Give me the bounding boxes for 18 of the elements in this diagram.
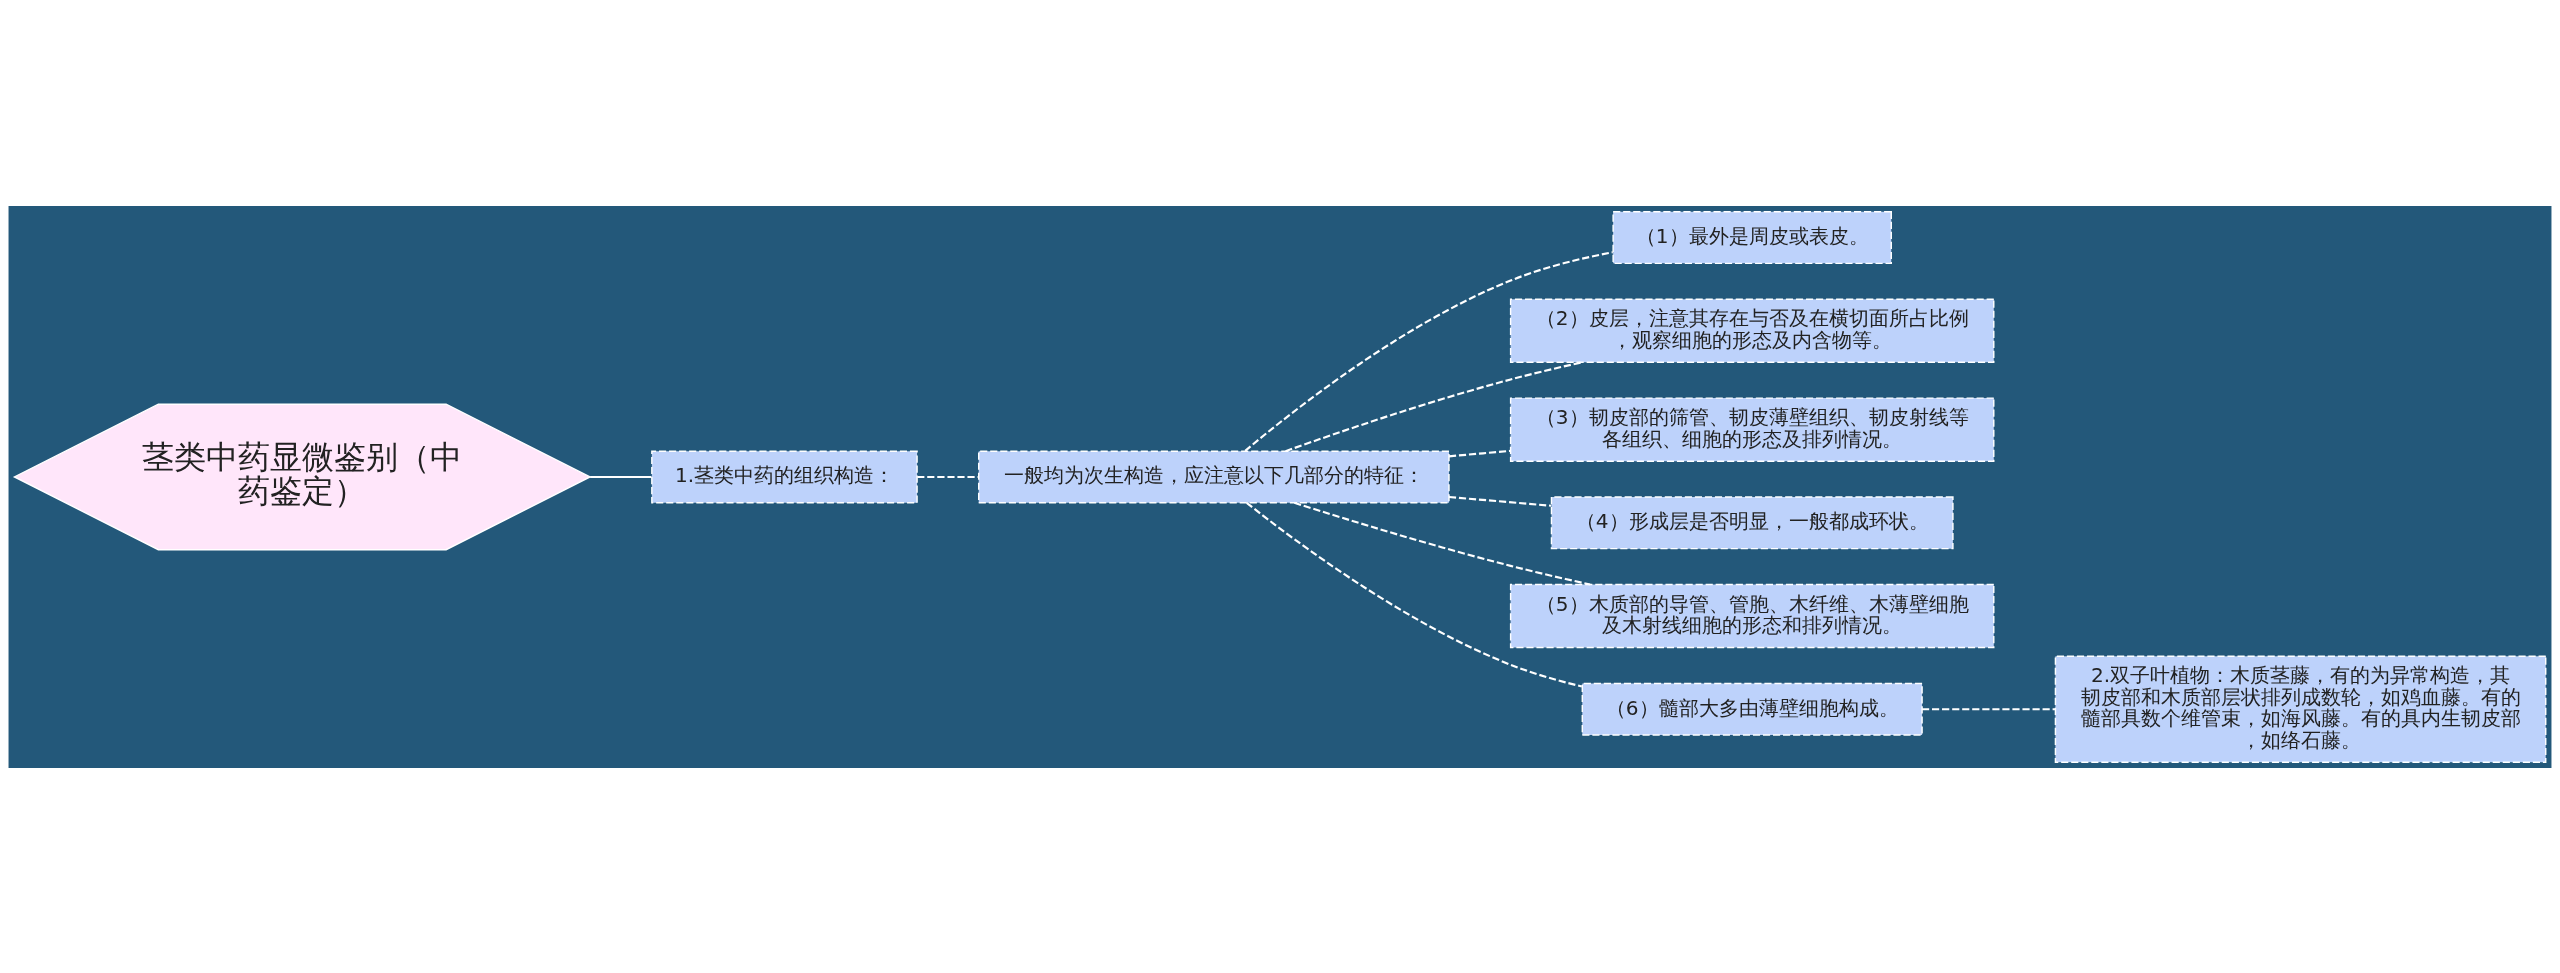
node-box: （2）皮层，注意其存在与否及在横切面所占比例，观察细胞的形态及内含物等。 (1509, 297, 1995, 363)
node-box: （6）髓部大多由薄壁细胞构成。 (1581, 682, 1923, 736)
connector (917, 475, 979, 478)
node-box: 1.茎类中药的组织构造： (651, 449, 918, 503)
node-box: （1）最外是周皮或表皮。 (1612, 210, 1892, 264)
node-box: （3）韧皮部的筛管、韧皮薄壁组织、韧皮射线等各组织、细胞的形态及排列情况。 (1509, 396, 1995, 462)
connector (590, 475, 652, 478)
connector (1448, 495, 1552, 507)
connector (1294, 501, 1591, 586)
node-box: （4）形成层是否明显，一般都成环状。 (1550, 495, 1954, 549)
connector (1246, 501, 1583, 687)
node-box: （5）木质部的导管、管胞、木纤维、木薄壁细胞及木射线细胞的形态和排列情况。 (1509, 583, 1995, 648)
connector (1448, 449, 1511, 457)
node-box: 一般均为次生构造，应注意以下几部分的特征： (978, 449, 1450, 503)
node-box: 2.双子叶植物：木质茎藤，有的为异常构造，其韧皮部和木质部层状排列成数轮，如鸡血藤。有的髓部具数个维管束，如海风藤。有的具内生韧皮部，如络石藤。 (2054, 654, 2547, 763)
connector (1244, 250, 1613, 452)
connector (1922, 707, 2056, 710)
connector (1285, 360, 1583, 452)
